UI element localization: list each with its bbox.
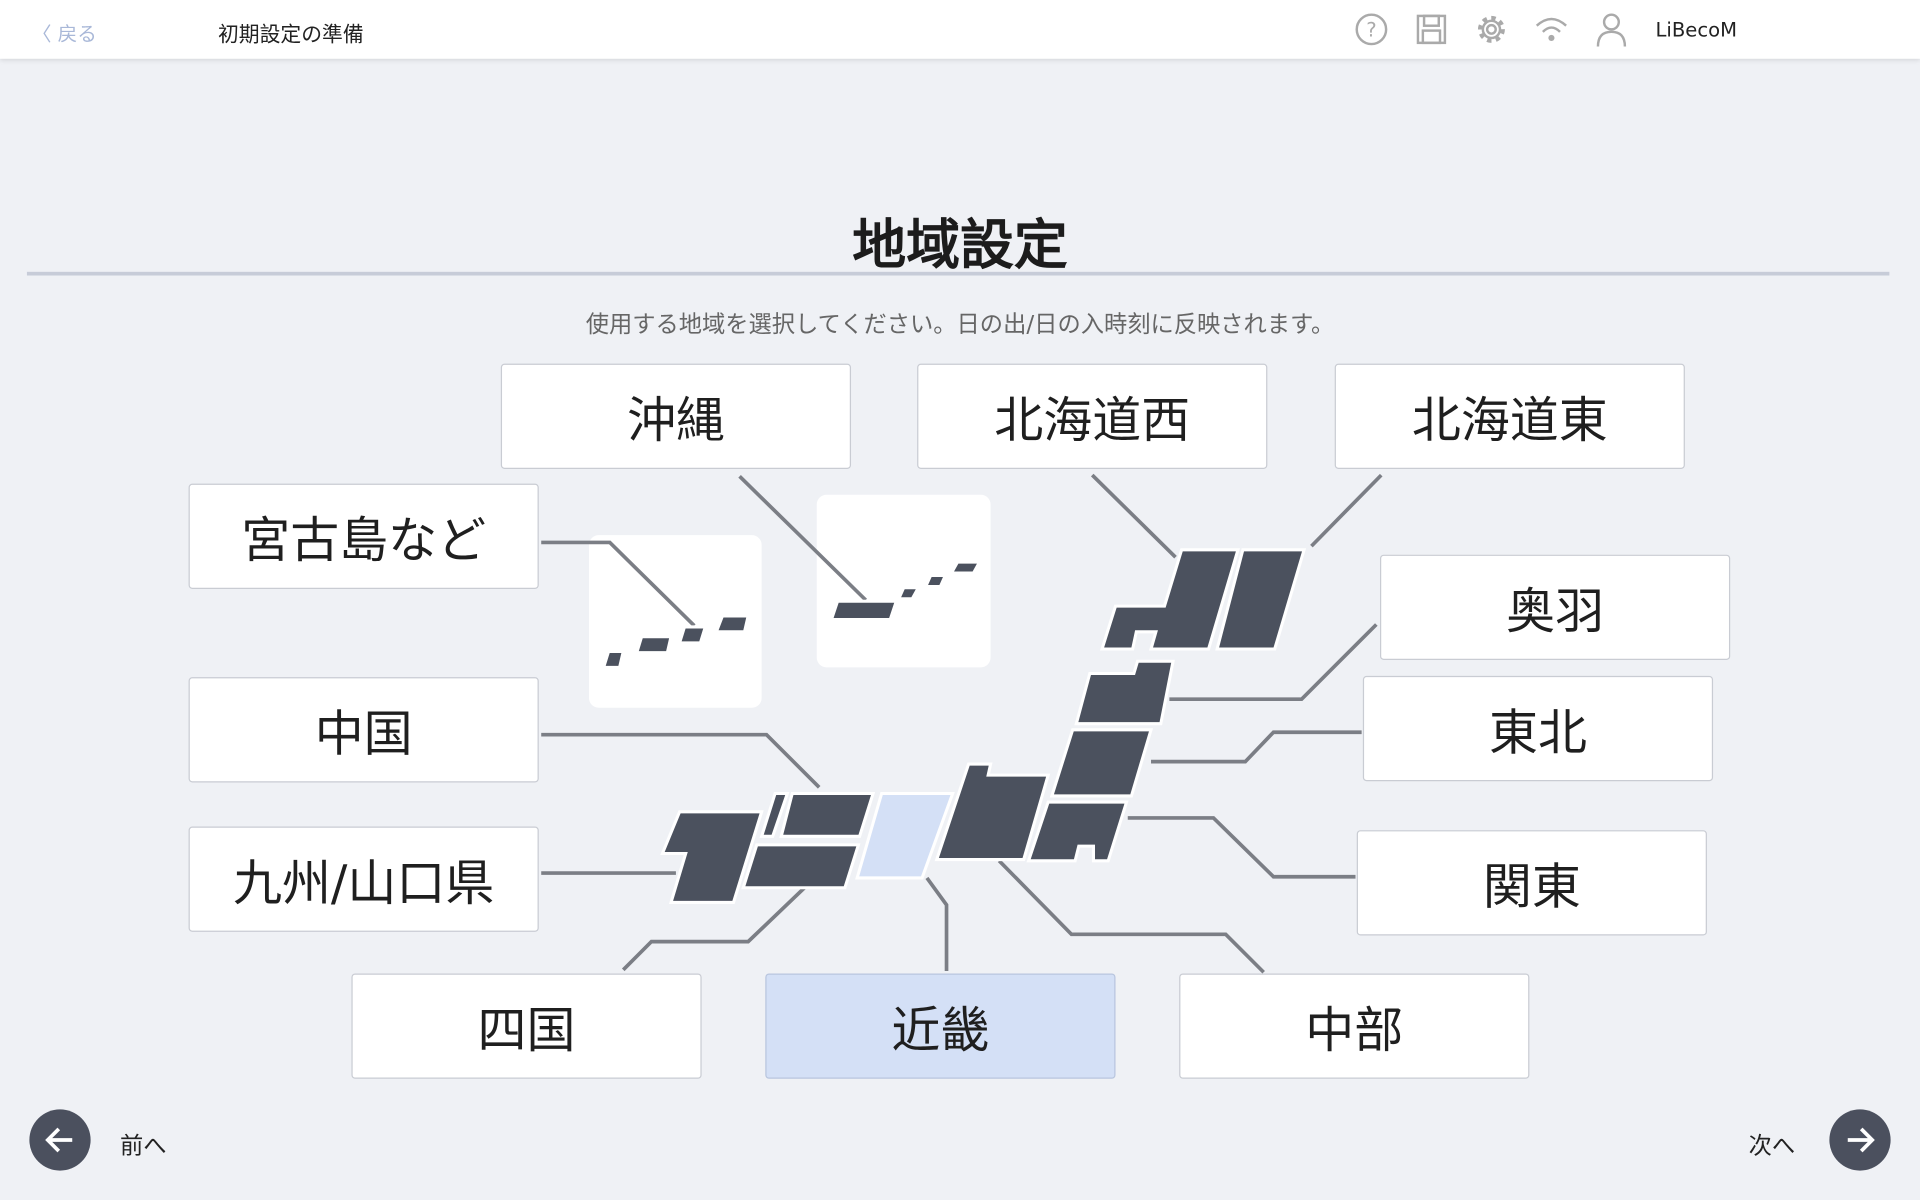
title-divider [26,271,1890,276]
page-title: 地域設定 [852,214,1068,277]
map-ou[interactable] [1074,659,1175,726]
map-chugoku-west[interactable] [759,791,790,838]
leader-line-okinawa [738,475,868,602]
map-okinawa-island [896,586,921,601]
arrow-left-icon [45,1127,73,1153]
user-name: LiBecoM [1655,18,1738,42]
leader-line-hokkaido-east [1310,473,1383,548]
region-hokkaido-east-button[interactable]: 北海道東 [1334,363,1685,469]
user-icon[interactable] [1594,12,1628,47]
map-chubu[interactable] [934,762,1051,862]
chevron-left-icon: 〈 [31,22,58,46]
map-miyako-island[interactable] [677,625,708,645]
region-shikoku-button[interactable]: 四国 [351,973,702,1079]
leader-line-chubu [997,859,1265,974]
leader-line-chugoku [541,732,821,789]
region-kanto-button[interactable]: 関東 [1356,830,1707,936]
miyako-inset [588,535,762,708]
header-title: 初期設定の準備 [217,23,364,48]
leader-line-ou [1169,623,1378,702]
next-label[interactable]: 次へ [1748,1132,1796,1160]
arrow-right-icon [1847,1127,1875,1153]
region-ou-button[interactable]: 奥羽 [1380,554,1731,660]
region-chubu-button[interactable]: 中部 [1179,973,1530,1079]
leader-line-kinki [925,876,949,972]
map-shikoku[interactable] [741,843,861,890]
map-miyako-island [714,614,751,634]
prev-button[interactable] [29,1109,91,1171]
region-chugoku-button[interactable]: 中国 [188,677,539,783]
prev-label[interactable]: 前へ [120,1132,167,1160]
map-chugoku[interactable] [779,791,876,838]
map-okinawa-main[interactable] [829,599,899,622]
region-hokkaido-west-button[interactable]: 北海道西 [917,363,1268,469]
leader-line-shikoku [621,886,806,972]
map-kinki[interactable] [855,791,955,880]
okinawa-inset [816,494,991,668]
region-tohoku-button[interactable]: 東北 [1362,675,1714,782]
region-kinki-button[interactable]: 近畿 [765,973,1116,1079]
top-bar: 〈 戻る 初期設定の準備 ? LiBecoM [0,0,1920,59]
leader-line-kanto [1127,816,1356,879]
next-button[interactable] [1829,1109,1891,1171]
svg-text:?: ? [1366,19,1376,42]
map-miyako-island [634,635,673,655]
map-miyako-island [601,649,626,669]
map-kanto[interactable] [1026,800,1129,863]
back-label: 戻る [57,22,97,46]
region-miyako-button[interactable]: 宮古島など [188,483,539,589]
back-button[interactable]: 〈 戻る [32,17,97,46]
wifi-icon[interactable] [1534,12,1568,46]
map-kyushu[interactable] [660,810,764,904]
map-okinawa-island [948,560,983,575]
map-okinawa-island [923,573,948,589]
page-subtitle: 使用する地域を選択してください。日の出/日の入時刻に反映されます。 [585,311,1335,338]
map-tohoku[interactable] [1049,728,1154,798]
leader-line-miyako [541,540,696,628]
leader-line-hokkaido-west [1090,473,1177,559]
map-hokkaido-west[interactable] [1099,548,1241,651]
help-icon[interactable]: ? [1354,12,1388,46]
leader-line-tohoku [1151,730,1362,764]
region-kyushu-button[interactable]: 九州/山口県 [188,826,539,932]
map-hokkaido-east[interactable] [1215,548,1307,651]
region-okinawa-button[interactable]: 沖縄 [500,363,852,469]
settings-icon[interactable] [1474,12,1508,46]
save-icon[interactable] [1414,12,1448,46]
